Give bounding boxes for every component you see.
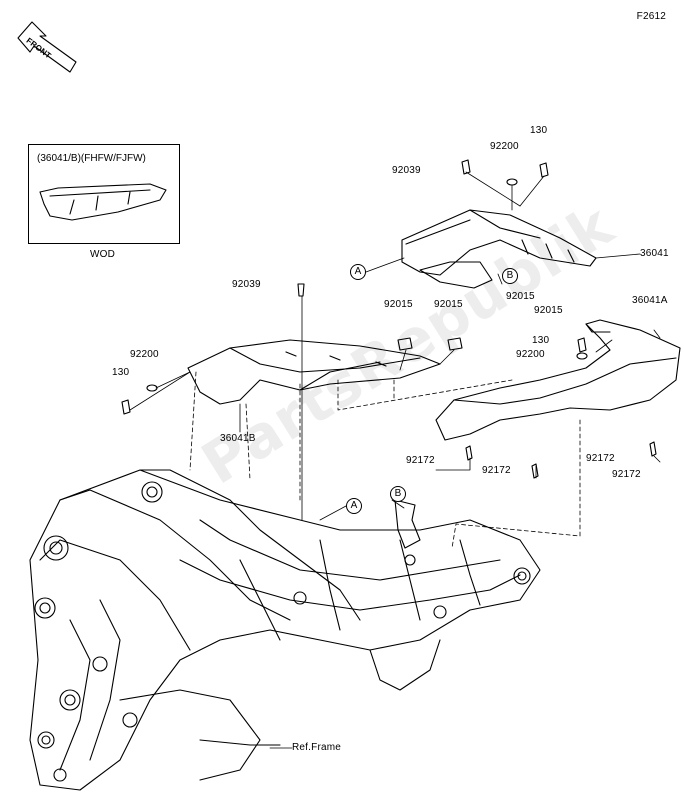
fasteners	[121, 159, 657, 479]
label-92039-top: 92039	[392, 165, 421, 176]
inset-footer: WOD	[90, 249, 116, 260]
label-92015-r2: 92015	[534, 305, 563, 316]
label-130-top: 130	[530, 125, 548, 136]
label-92015-m2: 92015	[434, 299, 463, 310]
callout-b-top: B	[502, 268, 518, 284]
label-92172-2: 92172	[482, 465, 511, 476]
leader-lines	[129, 171, 661, 749]
label-92200-right: 92200	[516, 349, 545, 360]
inset-part-drawing	[39, 183, 167, 221]
part-36041-cover	[401, 209, 597, 289]
label-36041: 36041	[640, 248, 669, 259]
label-92200-left: 92200	[130, 349, 159, 360]
inset-title: (36041/B)(FHFW/FJFW)	[37, 153, 146, 164]
label-92200-top: 92200	[490, 141, 519, 152]
part-36041A-cover	[435, 319, 681, 441]
callout-a-frame: A	[346, 498, 362, 514]
label-36041A: 36041A	[632, 295, 668, 306]
assembly-dashed-lines	[189, 371, 581, 549]
figure-code: F2612	[636, 11, 666, 22]
label-92039-mid: 92039	[232, 279, 261, 290]
front-arrow-icon	[17, 21, 77, 73]
label-36041B: 36041B	[220, 433, 256, 444]
callout-b-frame: B	[390, 486, 406, 502]
label-ref-frame: Ref.Frame	[292, 742, 342, 753]
callout-a-top: A	[350, 264, 366, 280]
variant-inset-box: (36041/B)(FHFW/FJFW)	[28, 144, 180, 244]
label-92172-4: 92172	[612, 469, 641, 480]
label-130-left: 130	[112, 367, 130, 378]
label-92172-3: 92172	[586, 453, 615, 464]
label-130-right: 130	[532, 335, 550, 346]
motorcycle-frame	[29, 469, 541, 791]
label-92015-r1: 92015	[506, 291, 535, 302]
label-92172-1: 92172	[406, 455, 435, 466]
label-92015-m1: 92015	[384, 299, 413, 310]
